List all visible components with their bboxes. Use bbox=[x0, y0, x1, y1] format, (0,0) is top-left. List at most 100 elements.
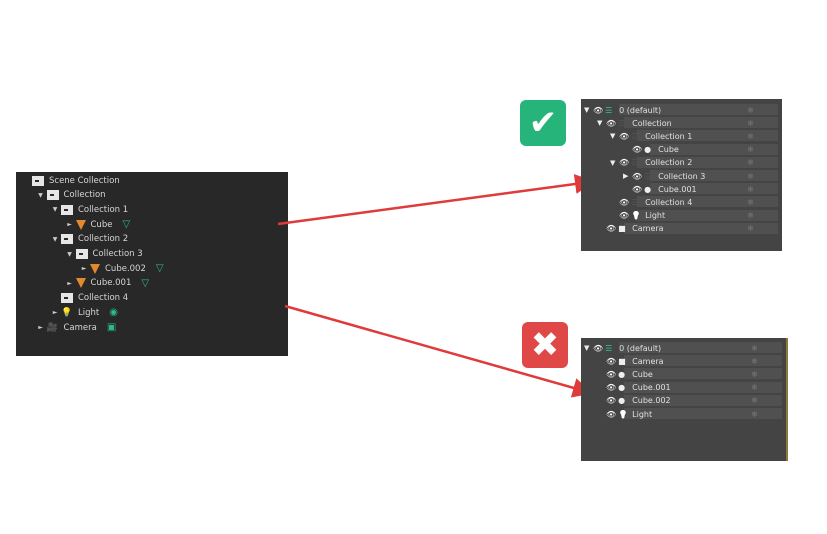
row-content: 👁☰Collection 4 bbox=[581, 198, 692, 207]
layer-row[interactable]: 👁●Cube.002 ❄ bbox=[581, 394, 786, 407]
layer-row[interactable]: 👁💡Light❄ bbox=[581, 408, 786, 420]
freeze-icon[interactable]: ❄ bbox=[747, 224, 754, 234]
row-label: Light bbox=[632, 409, 653, 419]
disclosure-down-icon[interactable]: ▼ bbox=[597, 119, 603, 128]
layer-row[interactable]: 👁●Cube.001 ❄ bbox=[581, 381, 786, 394]
row-bar bbox=[637, 156, 778, 168]
tree-row[interactable]: ►💡 Light ◉ bbox=[16, 305, 288, 320]
row-content: 👁●Cube.001 bbox=[581, 383, 671, 392]
visibility-eye-icon[interactable]: 👁 bbox=[593, 105, 604, 115]
row-label: Collection 3 bbox=[92, 249, 143, 259]
row-bar bbox=[650, 143, 778, 155]
visibility-eye-icon[interactable]: 👁 bbox=[593, 343, 604, 353]
layer-row[interactable]: ▶👁☰Collection 3❄ bbox=[581, 170, 782, 182]
row-label: Light bbox=[78, 307, 100, 318]
mesh-data-icon[interactable]: ▽ bbox=[122, 219, 131, 231]
layer-row[interactable]: 👁☰Collection 4 ❄ bbox=[581, 196, 782, 208]
visibility-eye-icon[interactable]: 👁 bbox=[619, 158, 630, 168]
visibility-eye-icon[interactable]: 👁 bbox=[606, 396, 617, 406]
tree-row[interactable]: Collection 4 bbox=[16, 291, 288, 306]
disclosure-down-icon[interactable]: ▼ bbox=[584, 106, 590, 114]
tree-row[interactable]: Scene Collection bbox=[16, 173, 288, 188]
layer-row[interactable]: 👁●Cube.001❄ bbox=[581, 183, 782, 195]
row-content: 👁●Cube.002 bbox=[581, 396, 671, 405]
layer-row[interactable]: 👁■Camera❄ bbox=[581, 355, 786, 367]
freeze-icon[interactable]: ❄ bbox=[751, 356, 758, 366]
disclosure-down-icon[interactable]: ▼ bbox=[584, 344, 590, 352]
disclosure-down-icon[interactable]: ▼ bbox=[67, 250, 72, 258]
visibility-eye-icon[interactable]: 👁 bbox=[606, 118, 617, 128]
visibility-eye-icon[interactable]: 👁 bbox=[632, 145, 643, 155]
check-badge-icon: ✔ bbox=[520, 100, 566, 146]
layer-row[interactable]: ▼👁☰Collection 2❄ bbox=[581, 156, 782, 169]
disclosure-down-icon[interactable]: ▼ bbox=[38, 191, 43, 199]
visibility-eye-icon[interactable]: 👁 bbox=[606, 356, 617, 366]
freeze-icon[interactable]: ❄ bbox=[751, 383, 758, 393]
row-content: ▼👁☰Collection 1 bbox=[581, 132, 692, 141]
layer-gray-icon: ☰ bbox=[631, 158, 639, 168]
layer-row[interactable]: 👁■Camera❄ bbox=[581, 222, 782, 235]
disclosure-down-icon[interactable]: ▼ bbox=[610, 132, 616, 141]
mesh-data-icon[interactable]: ▽ bbox=[155, 263, 164, 275]
visibility-eye-icon[interactable]: 👁 bbox=[606, 409, 617, 419]
layer-row[interactable]: ▼👁☰Collection❄ bbox=[581, 117, 782, 129]
disclosure-right-icon[interactable]: ► bbox=[81, 265, 87, 273]
visibility-eye-icon[interactable]: 👁 bbox=[606, 369, 617, 379]
row-bar bbox=[624, 394, 782, 406]
light-icon: 💡 bbox=[61, 307, 73, 318]
freeze-icon[interactable]: ❄ bbox=[747, 105, 754, 115]
freeze-icon[interactable]: ❄ bbox=[747, 171, 754, 181]
freeze-icon[interactable]: ❄ bbox=[751, 396, 758, 406]
disclosure-right-icon[interactable]: ► bbox=[38, 324, 43, 331]
visibility-eye-icon[interactable]: 👁 bbox=[619, 131, 630, 141]
layer-row[interactable]: ▼👁☰0 (default)❄ bbox=[581, 342, 786, 354]
row-label: 0 (default) bbox=[619, 105, 662, 115]
row-bar bbox=[624, 355, 782, 367]
tree-row[interactable]: ▼Collection 2 bbox=[16, 232, 288, 247]
visibility-eye-icon[interactable]: 👁 bbox=[619, 197, 630, 207]
layer-row[interactable]: 👁●Cube❄ bbox=[581, 143, 782, 156]
tree-row[interactable]: ►🎥Camera▣ bbox=[16, 320, 288, 335]
disclosure-right-icon[interactable]: ► bbox=[67, 279, 72, 287]
tree-row[interactable]: ►Cube.001▽ bbox=[16, 276, 288, 291]
disclosure-right-icon[interactable]: ► bbox=[67, 221, 72, 229]
visibility-eye-icon[interactable]: 👁 bbox=[632, 184, 643, 194]
tree-row[interactable]: ►Cube▽ bbox=[16, 217, 288, 232]
layer-gray-icon: ☰ bbox=[618, 118, 626, 128]
freeze-icon[interactable]: ❄ bbox=[747, 131, 754, 141]
visibility-eye-icon[interactable]: 👁 bbox=[606, 224, 617, 234]
tree-row[interactable]: ▼Collection bbox=[16, 188, 288, 203]
disclosure-right-icon[interactable]: ► bbox=[52, 309, 58, 317]
freeze-icon[interactable]: ❄ bbox=[747, 118, 754, 128]
freeze-icon[interactable]: ❄ bbox=[751, 409, 758, 419]
freeze-icon[interactable]: ❄ bbox=[747, 184, 754, 194]
mesh-data-icon[interactable]: ▽ bbox=[141, 277, 150, 289]
freeze-icon[interactable]: ❄ bbox=[747, 158, 754, 168]
layer-row[interactable]: 👁💡Light❄ bbox=[581, 209, 782, 222]
disclosure-down-icon[interactable]: ▼ bbox=[610, 158, 616, 167]
light-icon: 💡 bbox=[631, 211, 642, 221]
collection-icon bbox=[75, 249, 88, 259]
collection-icon bbox=[61, 293, 73, 304]
collection-icon bbox=[32, 175, 44, 186]
disclosure-down-icon[interactable]: ▼ bbox=[52, 206, 58, 214]
disclosure-down-icon[interactable]: ▼ bbox=[52, 235, 58, 243]
layer-row[interactable]: ▼👁☰0 (default)❄ bbox=[581, 104, 782, 116]
layer-row[interactable]: ▼👁☰Collection 1 ❄ bbox=[581, 130, 782, 142]
layer-row[interactable]: 👁●Cube❄ bbox=[581, 368, 786, 380]
freeze-icon[interactable]: ❄ bbox=[751, 343, 758, 353]
freeze-icon[interactable]: ❄ bbox=[747, 197, 754, 207]
light-data-icon[interactable]: ◉ bbox=[109, 307, 118, 319]
disclosure-right-icon[interactable]: ▶ bbox=[623, 172, 629, 180]
tree-row[interactable]: ▼ Collection 3 bbox=[16, 247, 288, 262]
camera-data-icon[interactable]: ▣ bbox=[106, 322, 117, 333]
tree-row[interactable]: ►Cube.002▽ bbox=[16, 261, 288, 276]
visibility-eye-icon[interactable]: 👁 bbox=[619, 211, 630, 221]
visibility-eye-icon[interactable]: 👁 bbox=[632, 171, 643, 181]
freeze-icon[interactable]: ❄ bbox=[747, 211, 754, 221]
row-label: Camera bbox=[632, 224, 664, 234]
freeze-icon[interactable]: ❄ bbox=[747, 145, 754, 155]
tree-row[interactable]: ▼Collection 1 bbox=[16, 202, 288, 217]
visibility-eye-icon[interactable]: 👁 bbox=[606, 383, 617, 393]
freeze-icon[interactable]: ❄ bbox=[751, 369, 758, 379]
